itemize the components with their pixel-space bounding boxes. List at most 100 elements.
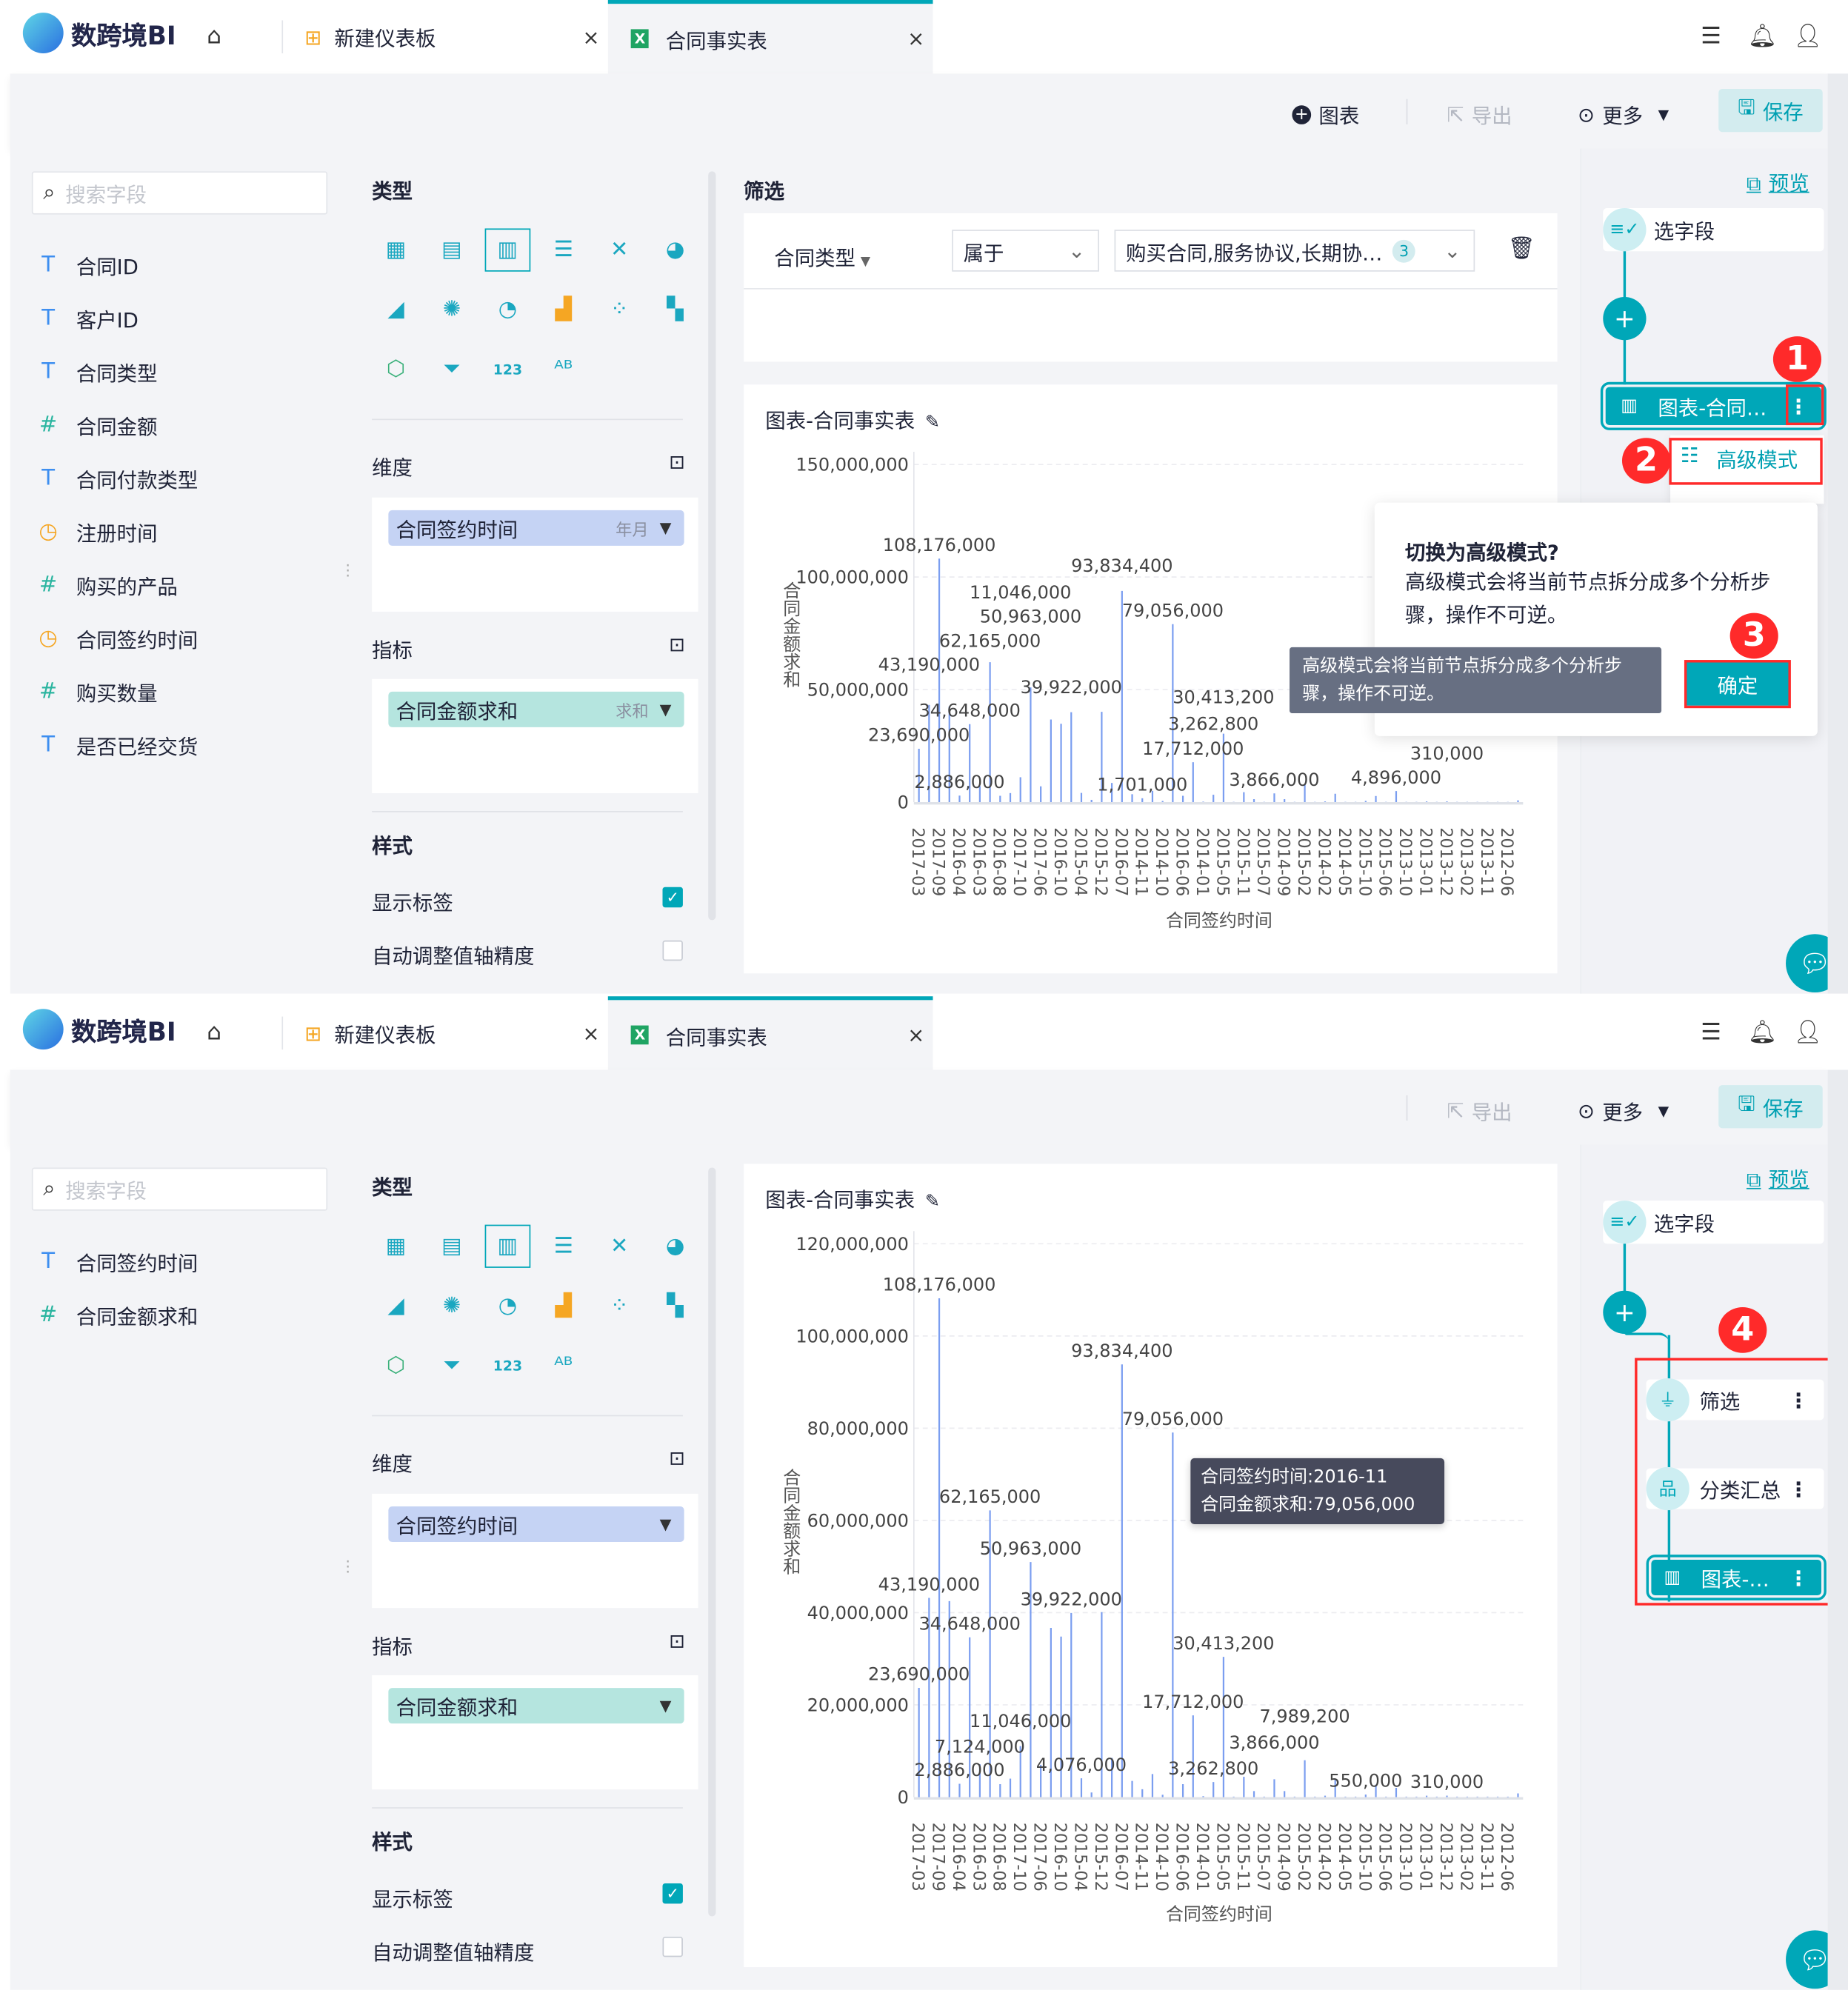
tab-new-dashboard[interactable]: ⊞新建仪表板×	[304, 0, 608, 73]
combo-chart-icon[interactable]: ▟	[555, 296, 573, 323]
measure-pill[interactable]: 合同金额求和求和▼	[388, 691, 684, 727]
close-icon[interactable]: ×	[582, 24, 600, 49]
treemap-icon[interactable]: ▚	[667, 296, 684, 323]
edit-pencil-icon[interactable]: ✎	[924, 1192, 940, 1212]
trash-icon[interactable]: 🗑︎	[1507, 236, 1535, 262]
dimension-pill[interactable]: 合同签约时间▼	[388, 1506, 684, 1543]
measure-pill[interactable]: 合同金额求和▼	[388, 1688, 684, 1724]
flow-node-chart[interactable]: ▥图表-…⋮	[1646, 1555, 1827, 1600]
caret-down-icon[interactable]: ▼	[659, 1697, 672, 1715]
confirm-button[interactable]: 确定	[1685, 662, 1790, 706]
treemap-icon[interactable]: ▚	[667, 1293, 684, 1319]
add-step-button[interactable]: +	[1603, 1290, 1647, 1334]
save-button[interactable]: 🖫︎保存	[1718, 88, 1823, 133]
add-chart-button[interactable]: +图表	[1292, 99, 1359, 130]
pie-chart-icon[interactable]: ◕	[665, 237, 685, 263]
more-button[interactable]: ⊙更多▼	[1578, 1095, 1669, 1126]
field-item[interactable]: ◷合同签约时间	[38, 623, 198, 653]
field-item[interactable]: #合同金额	[38, 410, 158, 440]
line-chart-icon[interactable]: ✕	[610, 237, 629, 263]
cross-table-icon[interactable]: ▤	[441, 237, 462, 263]
bell-icon[interactable]: 🔔︎	[1747, 22, 1777, 50]
kpi-icon[interactable]: 123	[493, 361, 523, 378]
field-item[interactable]: #购买数量	[38, 676, 158, 707]
field-item[interactable]: ◷注册时间	[38, 516, 157, 547]
area-chart-icon[interactable]: ◢	[387, 296, 404, 323]
node-menu-button[interactable]: ⋮	[1788, 394, 1809, 418]
preview-link[interactable]: ⧉预览	[1747, 1163, 1809, 1193]
caret-down-icon[interactable]: ▼	[659, 700, 672, 718]
caret-down-icon[interactable]: ▼	[659, 1515, 672, 1534]
filter-field-button[interactable]: 合同类型▼	[774, 241, 870, 272]
close-icon[interactable]: ×	[907, 26, 925, 51]
dimension-settings-icon[interactable]: ⊡	[669, 1446, 685, 1470]
field-search-input[interactable]: ⌕搜索字段	[31, 1167, 328, 1211]
node-menu-button[interactable]: ⋮	[1788, 1476, 1809, 1501]
cross-table-icon[interactable]: ▤	[441, 1233, 462, 1259]
radar-icon[interactable]: ⬡	[386, 356, 406, 382]
field-item[interactable]: #购买的产品	[38, 570, 178, 600]
dimension-drop-zone[interactable]: 合同签约时间▼	[372, 1493, 698, 1609]
stacked-bar-icon[interactable]: ☰	[553, 237, 573, 263]
user-icon[interactable]: 👤︎	[1793, 1019, 1823, 1046]
combo-chart-icon[interactable]: ▟	[555, 1293, 573, 1319]
task-list-icon[interactable]: ☰	[1701, 22, 1721, 50]
radar-icon[interactable]: ⬡	[386, 1352, 406, 1378]
dimension-settings-icon[interactable]: ⊡	[669, 450, 685, 474]
table-icon[interactable]: ▦	[385, 237, 407, 263]
dimension-drop-zone[interactable]: 合同签约时间年月▼	[372, 497, 698, 612]
show-labels-checkbox[interactable]: ✓	[662, 1883, 683, 1904]
preview-link[interactable]: ⧉预览	[1747, 166, 1809, 196]
tab-new-dashboard[interactable]: ⊞新建仪表板×	[304, 996, 608, 1069]
word-cloud-icon[interactable]: ᴬᴮ	[554, 356, 573, 382]
task-list-icon[interactable]: ☰	[1701, 1019, 1721, 1046]
config-scrollbar[interactable]	[708, 1167, 716, 1917]
funnel-icon[interactable]: ⏷	[443, 1352, 461, 1378]
close-icon[interactable]: ×	[907, 1023, 925, 1047]
home-icon[interactable]: ⌂	[207, 22, 221, 50]
save-button[interactable]: 🖫︎保存	[1718, 1085, 1823, 1129]
measure-drop-zone[interactable]: 合同金额求和▼	[372, 1675, 698, 1790]
field-search-input[interactable]: ⌕搜索字段	[31, 171, 328, 215]
area-chart-icon[interactable]: ◢	[387, 1293, 404, 1319]
caret-down-icon[interactable]: ▼	[659, 518, 672, 537]
filter-operator-select[interactable]: 属于⌄	[952, 230, 1099, 272]
line-chart-icon[interactable]: ✕	[610, 1233, 629, 1259]
flow-node-chart[interactable]: ▥图表-合同…⋮	[1600, 381, 1827, 430]
field-item[interactable]: #合同金额求和	[38, 1300, 198, 1330]
home-icon[interactable]: ⌂	[207, 1019, 221, 1046]
bar-chart-icon[interactable]: ▥	[484, 228, 531, 272]
filter-values-select[interactable]: 购买合同,服务协议,长期协…3⌄	[1114, 230, 1475, 272]
scatter-icon[interactable]: ⁘	[610, 1293, 629, 1319]
scatter-icon[interactable]: ⁘	[610, 296, 629, 323]
measure-drop-zone[interactable]: 合同金额求和求和▼	[372, 678, 698, 793]
node-menu-button[interactable]: ⋮	[1788, 1387, 1809, 1412]
edit-pencil-icon[interactable]: ✎	[924, 412, 940, 433]
word-cloud-icon[interactable]: ᴬᴮ	[554, 1352, 573, 1378]
user-icon[interactable]: 👤︎	[1793, 22, 1823, 50]
auto-axis-precision-checkbox[interactable]	[662, 940, 683, 961]
panel-resize-handle[interactable]: ⋮	[340, 1557, 356, 1575]
pie-chart-icon[interactable]: ◕	[665, 1233, 685, 1259]
menu-item-advanced-mode[interactable]: ☷高级模式	[1681, 443, 1798, 473]
auto-axis-precision-checkbox[interactable]	[662, 1936, 683, 1957]
dimension-pill[interactable]: 合同签约时间年月▼	[388, 510, 684, 546]
export-button[interactable]: ⇱导出	[1447, 99, 1512, 130]
map-icon[interactable]: ✺	[442, 296, 461, 323]
stacked-bar-icon[interactable]: ☰	[553, 1233, 573, 1259]
gauge-icon[interactable]: ◔	[498, 296, 518, 323]
panel-resize-handle[interactable]: ⋮	[340, 561, 356, 579]
export-button[interactable]: ⇱导出	[1447, 1095, 1512, 1126]
app-logo[interactable]: 数跨境BI	[22, 1009, 176, 1050]
bar-chart-icon[interactable]: ▥	[484, 1224, 531, 1268]
add-step-button[interactable]: +	[1603, 296, 1647, 341]
table-icon[interactable]: ▦	[385, 1233, 407, 1259]
funnel-icon[interactable]: ⏷	[443, 356, 461, 382]
